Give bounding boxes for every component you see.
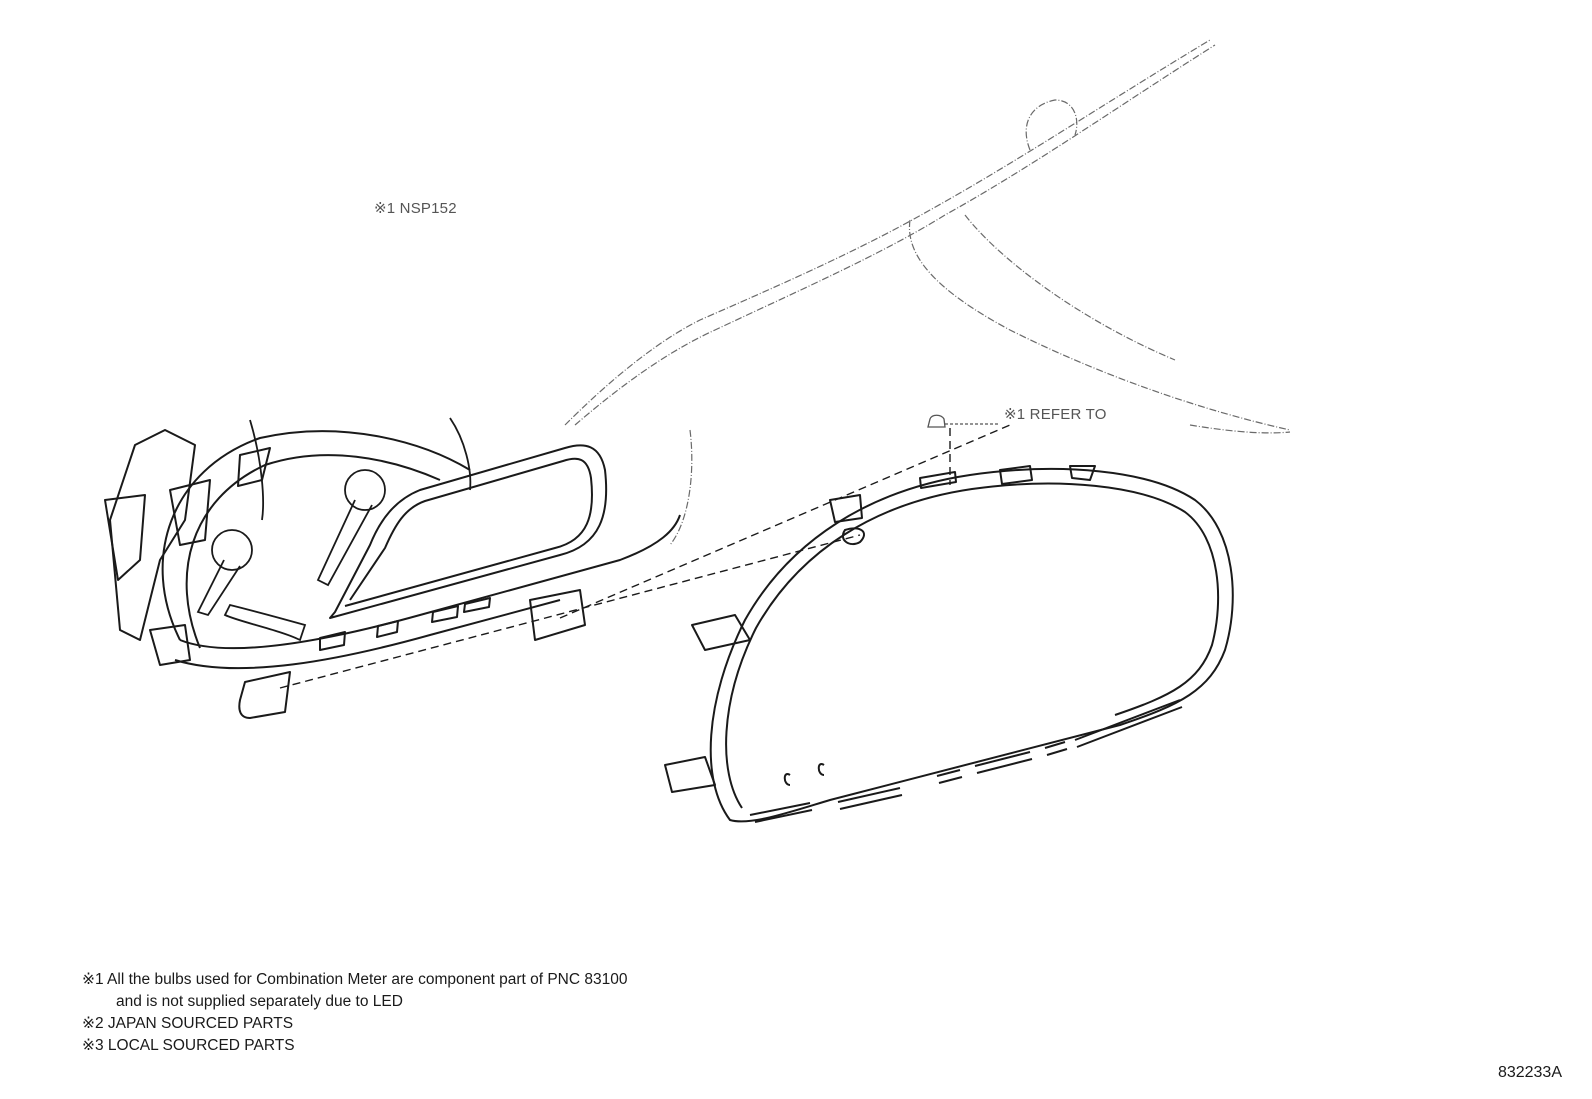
leader-lines [279,424,1011,689]
meter-lens [664,465,1234,823]
gauge-needles [196,417,472,642]
note-1: ※1 All the bulbs used for Combination Me… [82,971,628,988]
model-callout: ※1 NSP152 [374,200,457,217]
note-2: ※2 JAPAN SOURCED PARTS [82,1015,294,1032]
notes-block: ※1 All the bulbs used for Combination Me… [82,969,627,1057]
meter-housing [104,429,681,719]
illustration-code: 832233A [1497,1064,1562,1081]
note-3: ※3 LOCAL SOURCED PARTS [82,1037,295,1054]
dashboard-outline [564,39,1291,546]
refer-callout: ※1 REFER TO [1004,406,1107,423]
bulb-icon [927,414,998,428]
note-1-continued: and is not supplied separately due to LE… [116,993,403,1010]
